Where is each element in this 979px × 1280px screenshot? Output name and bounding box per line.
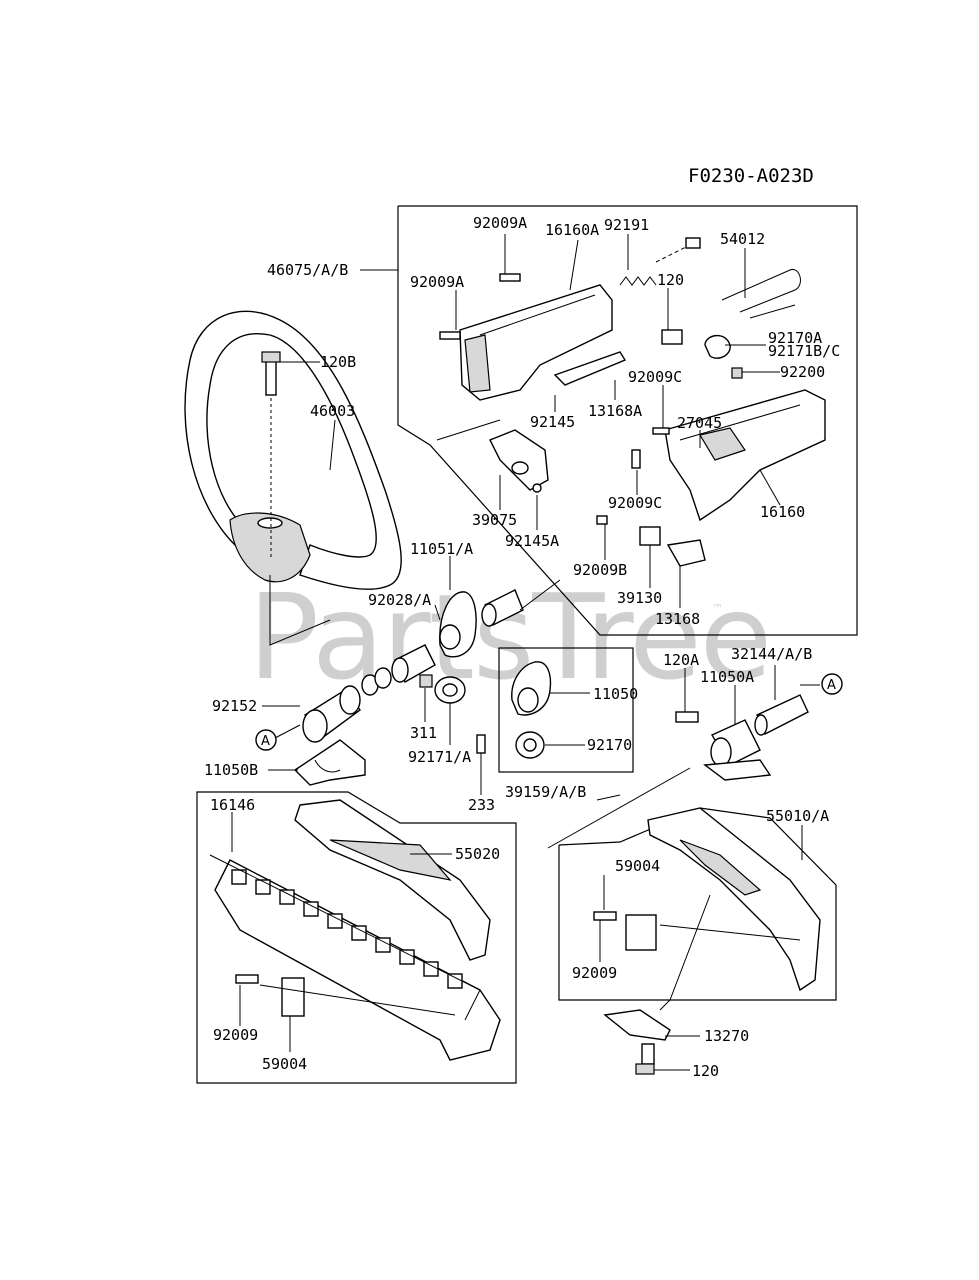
watermark-trademark: ™ bbox=[712, 602, 723, 615]
label-233: 233 bbox=[468, 796, 495, 814]
leader-lines bbox=[209, 234, 820, 1071]
label-16160a: 16160A bbox=[545, 221, 599, 239]
reference-marks: A A bbox=[255, 673, 843, 751]
label-92200: 92200 bbox=[780, 363, 825, 381]
ref-mark-a-left-text: A bbox=[261, 734, 270, 749]
ref-mark-a-left bbox=[255, 729, 277, 751]
label-55010a: 55010/A bbox=[766, 807, 829, 825]
inset-parts bbox=[511, 661, 552, 759]
label-120a: 120A bbox=[663, 651, 699, 669]
label-16160: 16160 bbox=[760, 503, 805, 521]
label-92009c-1: 92009C bbox=[628, 368, 682, 386]
lower-guard-parts bbox=[214, 799, 501, 1061]
label-92170a: 92170A bbox=[768, 329, 822, 347]
label-13168a: 13168A bbox=[588, 402, 642, 420]
diagram-code: F0230-A023D bbox=[688, 165, 814, 187]
label-311: 311 bbox=[410, 724, 437, 742]
label-55020: 55020 bbox=[455, 845, 500, 863]
label-13270: 13270 bbox=[704, 1027, 749, 1045]
label-39130: 39130 bbox=[617, 589, 662, 607]
label-92152: 92152 bbox=[212, 697, 257, 715]
label-120b: 120B bbox=[320, 353, 356, 371]
part-labels: 46075/A/B 92009A 92009A 16160A 92191 540… bbox=[204, 214, 840, 1080]
label-59004-left: 59004 bbox=[262, 1055, 307, 1073]
clamp-tube-parts bbox=[293, 589, 524, 786]
label-11050b: 11050B bbox=[204, 761, 258, 779]
grille-slots bbox=[231, 869, 463, 989]
parts-drawings: A A bbox=[184, 234, 843, 1075]
lower-right-box bbox=[558, 807, 837, 1001]
label-120-top: 120 bbox=[657, 271, 684, 289]
label-92171a: 92171/A bbox=[408, 748, 471, 766]
throttle-housing-parts bbox=[436, 237, 826, 567]
label-92009-right: 92009 bbox=[572, 964, 617, 982]
ref-mark-a-right-text: A bbox=[827, 678, 836, 693]
label-92171bc: 92171B/C bbox=[768, 342, 840, 360]
label-11051a: 11051/A bbox=[410, 540, 473, 558]
label-92170: 92170 bbox=[587, 736, 632, 754]
label-92009-left: 92009 bbox=[213, 1026, 258, 1044]
label-39075: 39075 bbox=[472, 511, 517, 529]
watermark: PartsTree ™ bbox=[248, 568, 772, 706]
label-92009a-1: 92009A bbox=[473, 214, 527, 232]
label-27045: 27045 bbox=[677, 414, 722, 432]
assembly-boxes bbox=[196, 205, 858, 1084]
label-54012: 54012 bbox=[720, 230, 765, 248]
label-16146: 16146 bbox=[210, 796, 255, 814]
label-92028a: 92028/A bbox=[368, 591, 431, 609]
label-11050: 11050 bbox=[593, 685, 638, 703]
label-46075: 46075/A/B bbox=[267, 261, 348, 279]
shaft-and-guard-parts bbox=[547, 694, 821, 1075]
label-32144: 32144/A/B bbox=[731, 645, 812, 663]
label-92009a-2: 92009A bbox=[410, 273, 464, 291]
watermark-text: PartsTree bbox=[248, 568, 770, 706]
ref-mark-a-right bbox=[821, 673, 843, 695]
label-92191: 92191 bbox=[604, 216, 649, 234]
label-46003: 46003 bbox=[310, 402, 355, 420]
inset-box bbox=[498, 647, 634, 773]
label-59004-right: 59004 bbox=[615, 857, 660, 875]
label-92009b: 92009B bbox=[573, 561, 627, 579]
lower-left-box bbox=[196, 791, 517, 1084]
label-120-bottom: 120 bbox=[692, 1062, 719, 1080]
label-92145: 92145 bbox=[530, 413, 575, 431]
label-92145a: 92145A bbox=[505, 532, 559, 550]
label-39159: 39159/A/B bbox=[505, 783, 586, 801]
label-13168: 13168 bbox=[655, 610, 700, 628]
loop-handle-part bbox=[184, 310, 402, 590]
label-11050a: 11050A bbox=[700, 668, 754, 686]
handle-assembly-box bbox=[397, 205, 858, 636]
label-92009c-2: 92009C bbox=[608, 494, 662, 512]
